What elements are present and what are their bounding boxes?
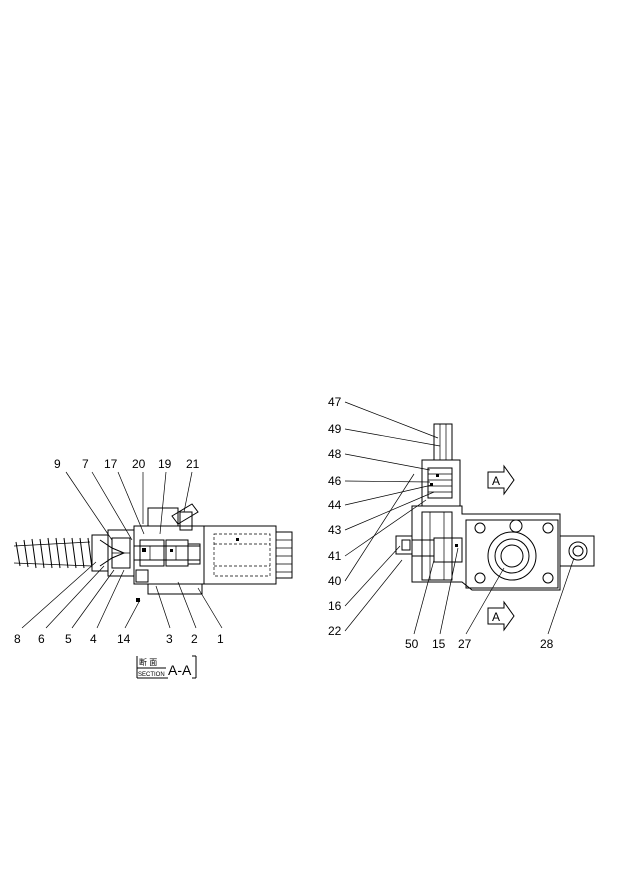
callout-label: 20 (132, 457, 146, 471)
left-callouts-top: 9 7 17 20 19 21 (54, 457, 200, 471)
section-tag: 断 面 SECTION A-A (136, 655, 197, 679)
right-external-view: A A 47 49 48 (328, 395, 595, 651)
callout-label: 48 (328, 447, 342, 461)
right-leaders-bottom (413, 547, 575, 635)
callout-label: 7 (82, 457, 89, 471)
left-section-view: 9 7 17 20 19 21 8 6 5 4 14 3 2 1 断 面 SEC… (13, 457, 293, 679)
right-leaders-left (344, 401, 441, 632)
callout-label: 28 (540, 637, 554, 651)
right-callouts-left: 47 49 48 46 44 43 41 40 16 22 (328, 395, 342, 638)
callout-label: 47 (328, 395, 342, 409)
section-arrow-top: A (487, 464, 515, 496)
right-callouts-bottom: 50 15 27 28 (405, 637, 554, 651)
callout-label: 27 (458, 637, 472, 651)
callout-label: 5 (65, 632, 72, 646)
callout-label: 4 (90, 632, 97, 646)
callout-label: 6 (38, 632, 45, 646)
callout-label: 21 (186, 457, 200, 471)
callout-label: 2 (191, 632, 198, 646)
spring-seat (91, 529, 135, 577)
section-arrow-letter: A (492, 474, 500, 488)
callout-label: 8 (14, 632, 21, 646)
callout-label: 49 (328, 422, 342, 436)
left-callouts-bottom: 8 6 5 4 14 3 2 1 (14, 632, 224, 646)
callout-label: 9 (54, 457, 61, 471)
section-tag-letters: A-A (168, 662, 192, 678)
callout-label: 40 (328, 574, 342, 588)
callout-label: 14 (117, 632, 131, 646)
solenoid (203, 525, 293, 585)
callout-label: 46 (328, 474, 342, 488)
callout-label: 44 (328, 498, 342, 512)
left-leaders-bottom (21, 561, 223, 629)
section-arrow-letter: A (492, 610, 500, 624)
callout-label: 3 (166, 632, 173, 646)
section-tag-jp: 断 面 (139, 657, 157, 667)
valve-body (133, 503, 205, 602)
callout-label: 41 (328, 549, 342, 563)
callout-label: 17 (104, 457, 118, 471)
left-leaders-top (65, 471, 193, 541)
valve-block (395, 505, 595, 591)
section-tag-en: SECTION (138, 672, 165, 678)
callout-label: 50 (405, 637, 419, 651)
callout-label: 15 (432, 637, 446, 651)
spring (13, 537, 93, 569)
callout-label: 16 (328, 599, 342, 613)
callout-label: 1 (217, 632, 224, 646)
section-arrow-bottom: A (487, 600, 515, 632)
top-cartridge (421, 423, 461, 507)
callout-label: 22 (328, 624, 342, 638)
callout-label: 19 (158, 457, 172, 471)
callout-label: 43 (328, 523, 342, 537)
